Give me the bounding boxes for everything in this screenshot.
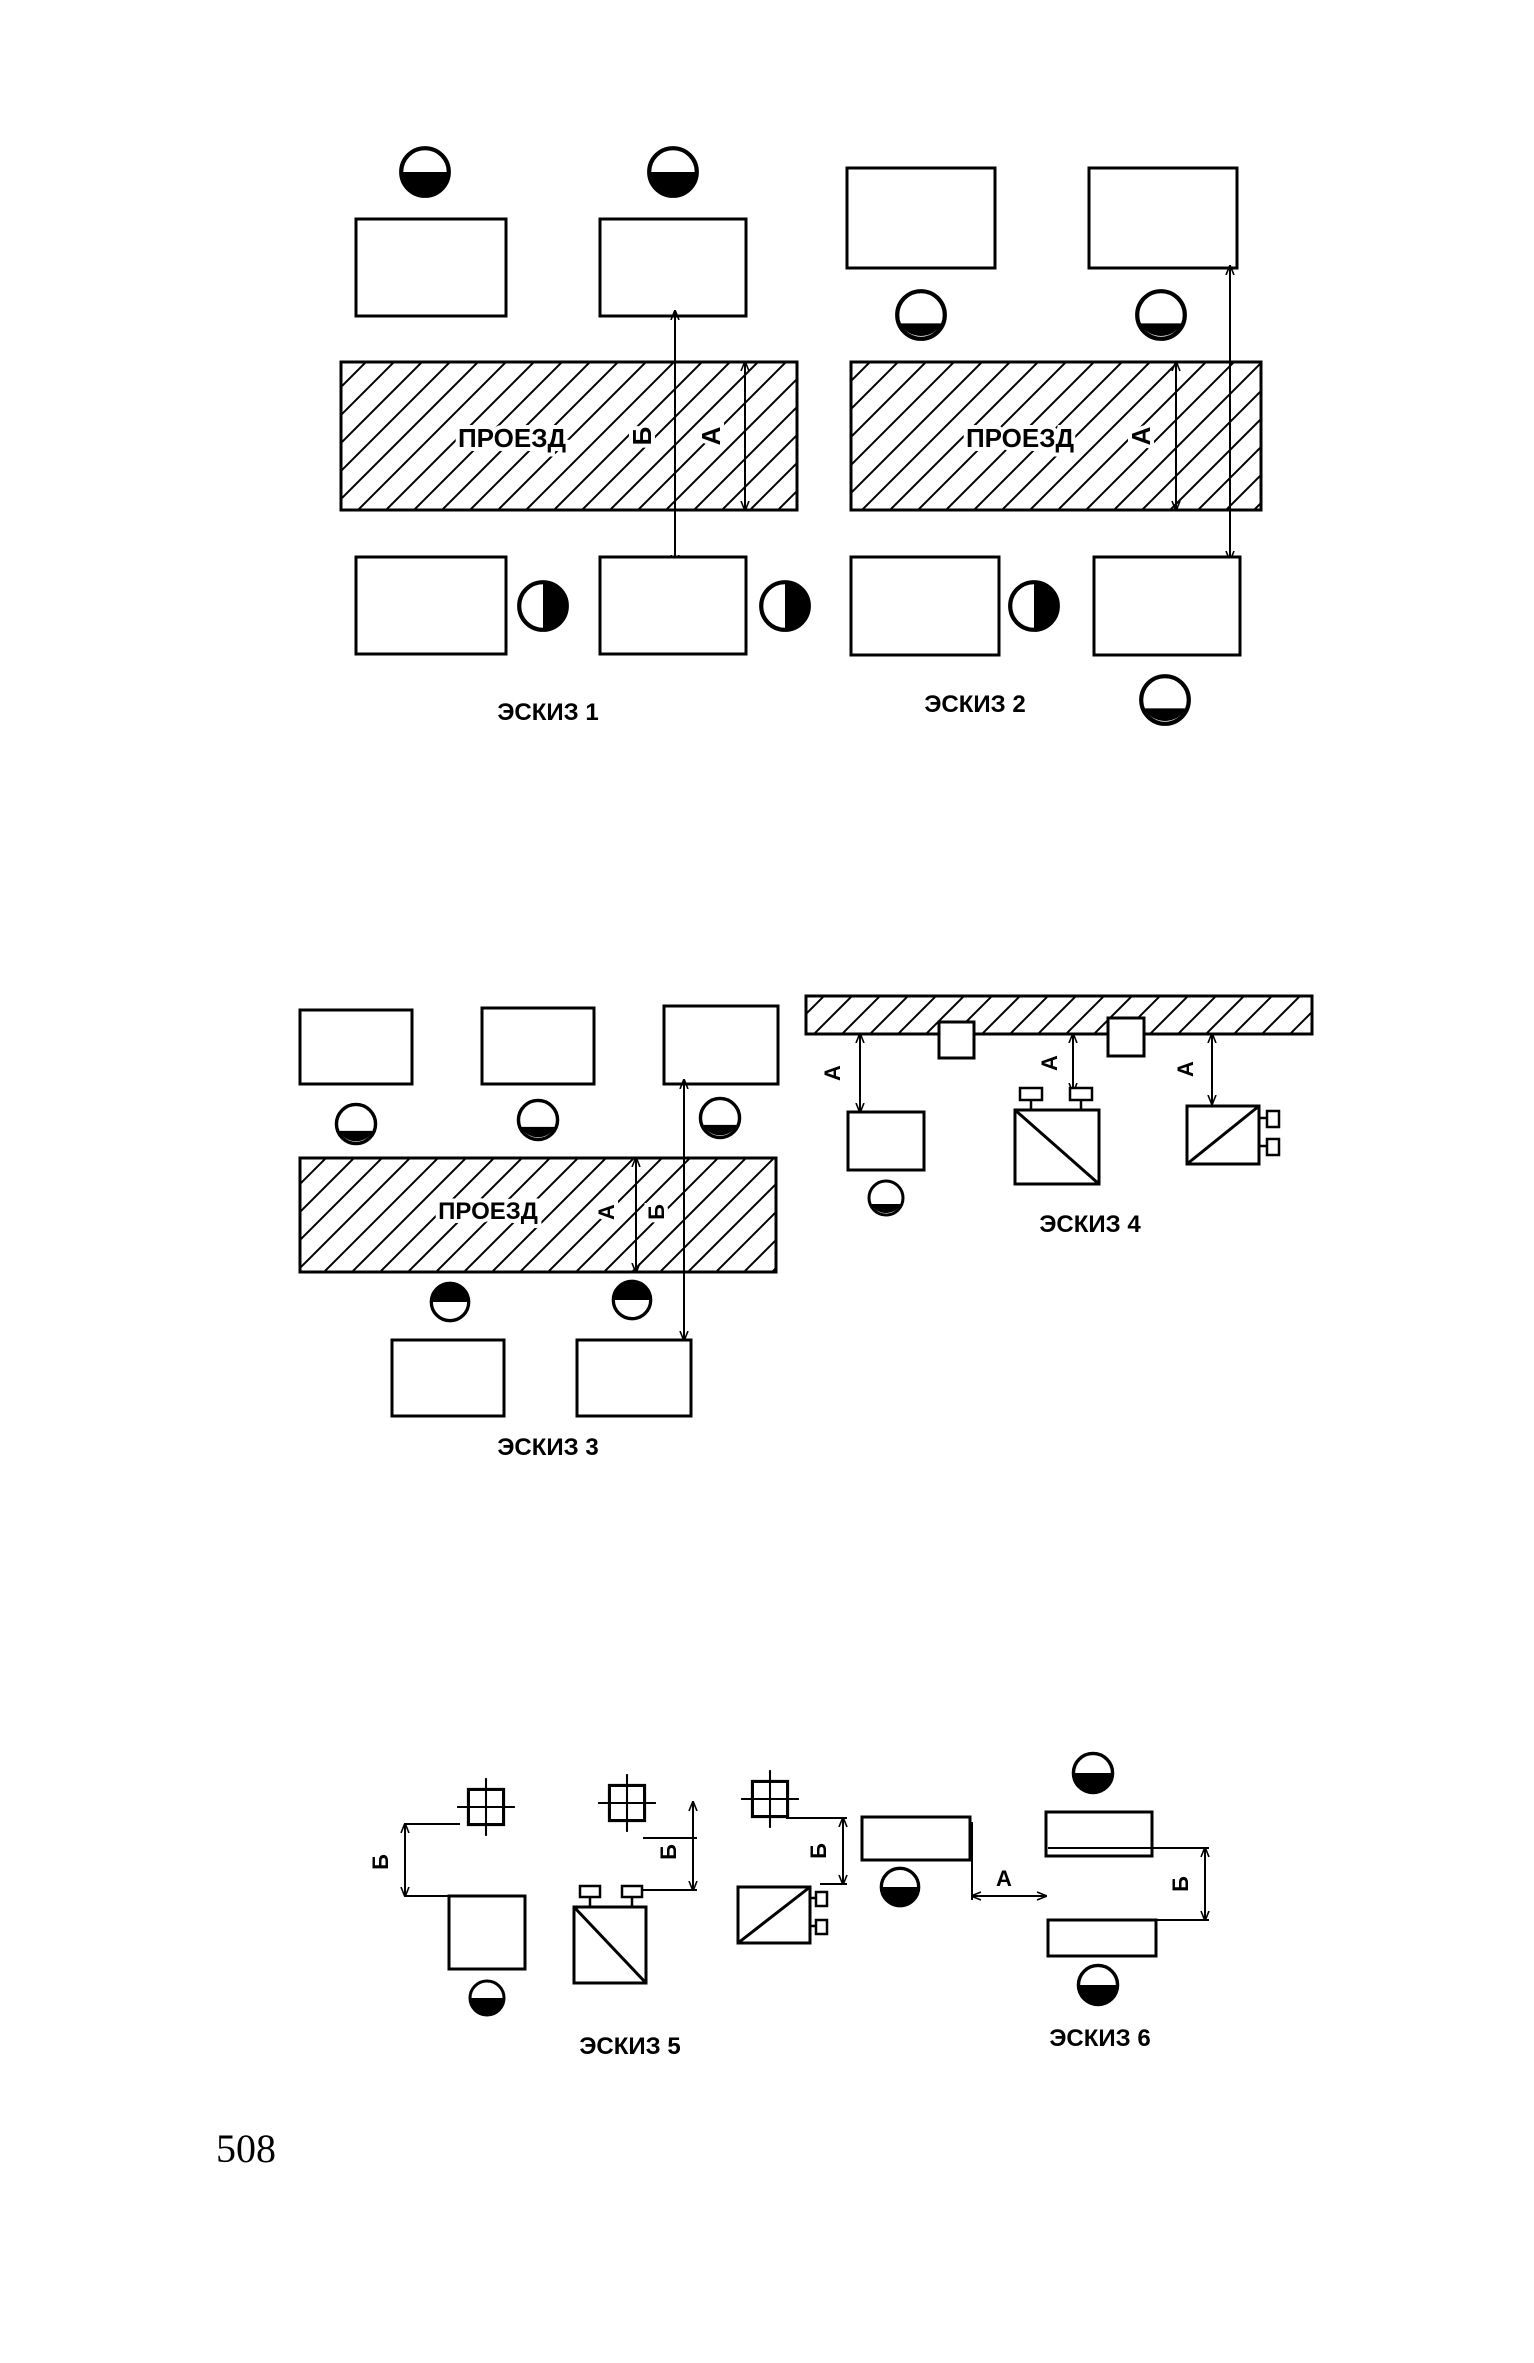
pole-symbol-icon	[596, 1772, 658, 1834]
sketch-5: Б Б Б ЭСКИЗ 5	[368, 1768, 847, 2060]
sketch-caption: ЭСКИЗ 6	[1049, 2025, 1150, 2052]
building	[1046, 1918, 1158, 1958]
dimension-label-a: А	[696, 426, 726, 445]
dimension-label-a: А	[1173, 1061, 1198, 1077]
building	[598, 217, 748, 318]
lamp-symbol-icon	[1137, 291, 1185, 339]
lighting-pole	[937, 1020, 976, 1060]
lamp-symbol-icon	[1076, 1963, 1120, 2007]
sketch-caption: ЭСКИЗ 2	[924, 691, 1025, 718]
building	[298, 1008, 414, 1086]
lamp-symbol-icon	[1010, 582, 1058, 630]
road	[298, 1156, 778, 1274]
lamp-symbol-icon	[334, 1102, 378, 1146]
building	[1092, 555, 1242, 657]
building	[354, 555, 508, 656]
building	[354, 217, 508, 318]
pole-symbol-icon	[739, 1768, 801, 1830]
transformer-unit	[736, 1885, 829, 1945]
lamp-symbol-icon	[897, 291, 945, 339]
dimension-label-b: Б	[1168, 1876, 1193, 1892]
lamp-symbol-icon	[429, 1281, 471, 1323]
dimension-label-b: Б	[644, 1204, 669, 1220]
lamp-symbol-icon	[1141, 676, 1189, 724]
lamp-symbol-icon	[401, 148, 449, 196]
building	[480, 1006, 596, 1086]
building	[598, 555, 748, 656]
page-number: 508	[216, 2126, 276, 2171]
sketch-4: А А А ЭСКИЗ 4	[804, 994, 1314, 1238]
lamp-symbol-icon	[761, 582, 809, 630]
transformer-unit	[1013, 1086, 1101, 1186]
building	[662, 1004, 780, 1086]
lighting-pole	[1106, 1016, 1146, 1058]
lamp-symbol-icon	[611, 1279, 653, 1321]
sketch-caption: ЭСКИЗ 1	[497, 699, 598, 726]
road-label: ПРОЕЗД	[438, 1198, 538, 1225]
transformer-unit	[1185, 1104, 1281, 1166]
lamp-symbol-icon	[698, 1096, 742, 1140]
building	[860, 1815, 972, 1862]
building	[845, 166, 997, 270]
lamp-symbol-icon	[519, 582, 567, 630]
dimension-label-b: Б	[806, 1843, 831, 1859]
sketch-caption: ЭСКИЗ 5	[579, 2033, 680, 2060]
sketch-2: ПРОЕЗД А ЭСКИЗ 2	[845, 166, 1263, 724]
road	[339, 360, 799, 512]
building	[849, 555, 1001, 657]
dimension-label-a: А	[996, 1866, 1012, 1891]
dimension-label-b: Б	[656, 1844, 681, 1860]
building	[575, 1338, 693, 1418]
dimension-label-b: Б	[368, 1854, 393, 1870]
building	[390, 1338, 506, 1418]
road	[849, 360, 1263, 512]
lamp-symbol-icon	[649, 148, 697, 196]
lamp-symbol-icon	[516, 1098, 560, 1142]
pole-symbol-icon	[455, 1776, 517, 1838]
dimension-label-b: Б	[627, 427, 657, 446]
building	[447, 1894, 527, 1971]
sketch-1: ПРОЕЗД Б А ЭСКИЗ 1	[339, 148, 809, 726]
sketch-caption: ЭСКИЗ 4	[1039, 1211, 1141, 1238]
dimension-label-a: А	[594, 1204, 619, 1220]
building	[1044, 1810, 1154, 1858]
building	[1087, 166, 1239, 270]
lamp-symbol-icon	[867, 1179, 905, 1217]
dimension-label-a: А	[1126, 426, 1156, 445]
dimension-label-a: А	[1037, 1055, 1062, 1071]
sketch-6: А Б ЭСКИЗ 6	[860, 1751, 1209, 2052]
road-label: ПРОЕЗД	[966, 423, 1075, 453]
transformer-unit	[572, 1884, 648, 1985]
sketch-caption: ЭСКИЗ 3	[497, 1434, 598, 1461]
road-label: ПРОЕЗД	[458, 423, 567, 453]
road	[804, 994, 1314, 1036]
lamp-symbol-icon	[1071, 1751, 1115, 1795]
lamp-symbol-icon	[879, 1866, 921, 1908]
lamp-symbol-icon	[468, 1979, 506, 2017]
building	[846, 1110, 926, 1172]
dimension-label-a: А	[820, 1065, 845, 1081]
sketch-3: ПРОЕЗД А Б ЭСКИЗ 3	[298, 1004, 780, 1461]
